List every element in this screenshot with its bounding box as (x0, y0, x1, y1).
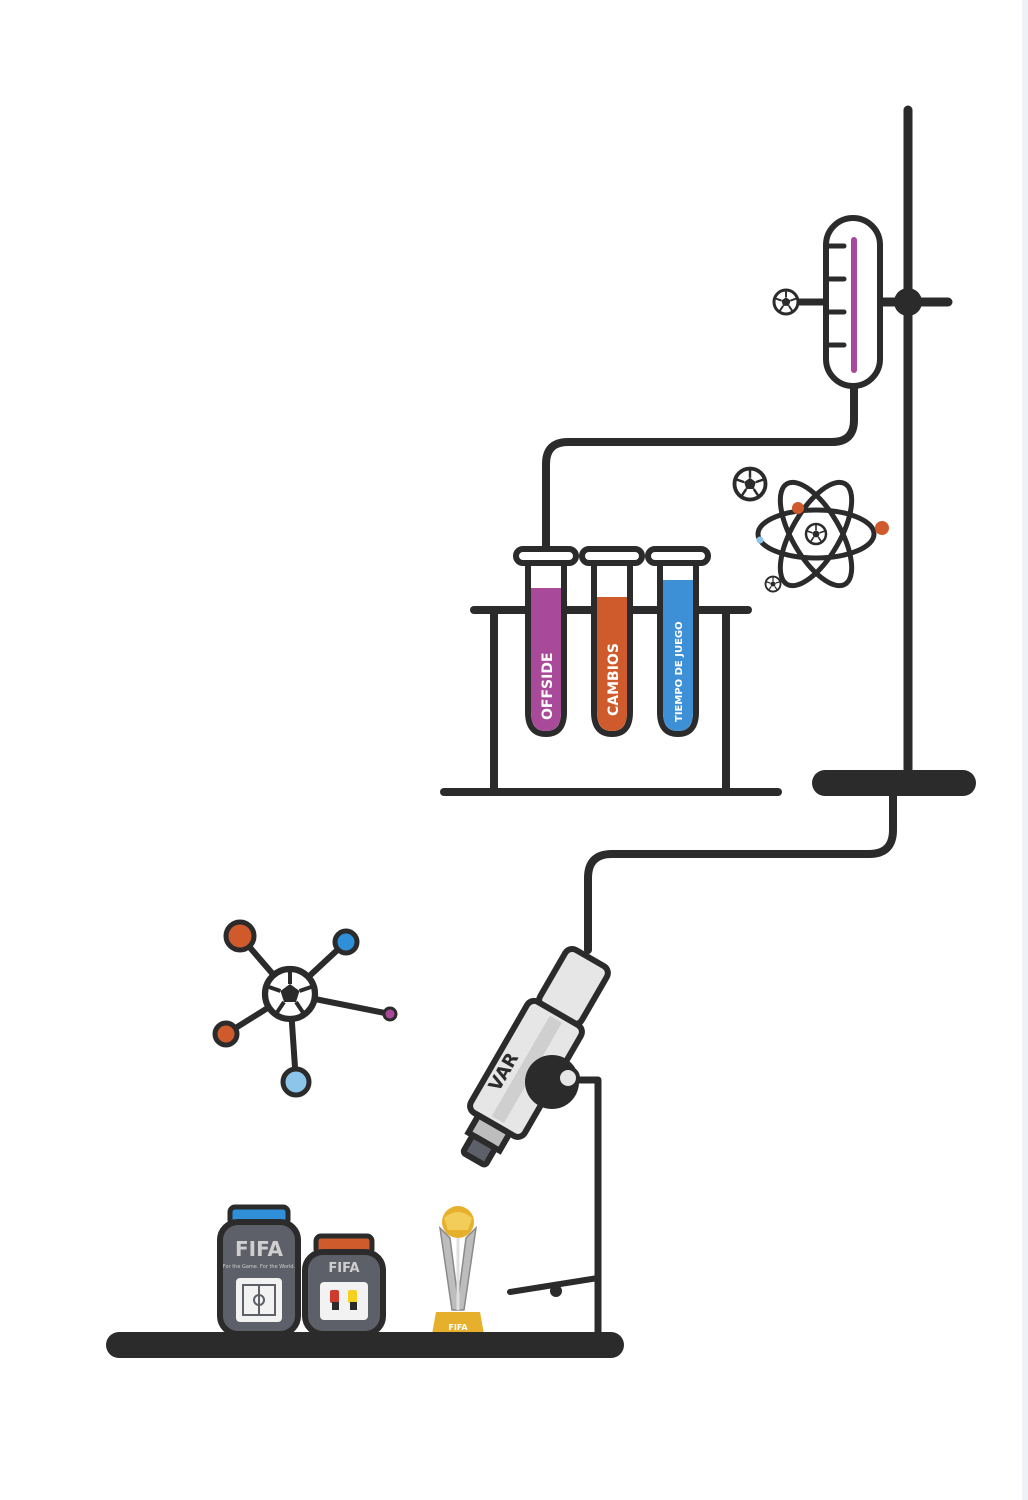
page-edge (1022, 0, 1028, 1500)
jar-icon: FIFA For the Game. For the World. (217, 1204, 301, 1337)
test-tube-offside: OFFSIDE (513, 546, 579, 738)
liquid-offside (531, 588, 561, 731)
tube-label-tiempo-de-juego: TIEMPO DE JUEGO (674, 621, 685, 722)
thermometer-icon (792, 215, 883, 389)
shelf (106, 1332, 624, 1358)
test-tube-cambios: CAMBIOS (579, 546, 645, 738)
jar-brand: FIFA (235, 1237, 283, 1261)
connector-tube (584, 792, 897, 954)
atom-icon (755, 479, 889, 589)
microscope-icon: VAR (460, 946, 611, 1334)
soccer-ball-icon (772, 288, 800, 316)
liquid-tiempo-de-juego (663, 580, 693, 731)
jar-icon: FIFA (302, 1233, 386, 1337)
connector-tube (542, 384, 858, 564)
jar-tagline: For the Game. For the World. (223, 1264, 296, 1270)
retort-stand (812, 105, 976, 796)
soccer-ball-icon (764, 575, 782, 593)
jar-brand: FIFA (328, 1261, 359, 1276)
trophy-icon: FIFA (432, 1206, 484, 1334)
tube-label-offside: OFFSIDE (540, 652, 556, 720)
tube-label-cambios: CAMBIOS (606, 643, 622, 716)
soccer-ball-icon (732, 466, 768, 502)
trophy-brand: FIFA (448, 1323, 468, 1332)
test-tube-tiempo-de-juego: TIEMPO DE JUEGO (645, 546, 711, 738)
molecule-icon (212, 919, 398, 1098)
liquid-cambios (597, 597, 627, 731)
